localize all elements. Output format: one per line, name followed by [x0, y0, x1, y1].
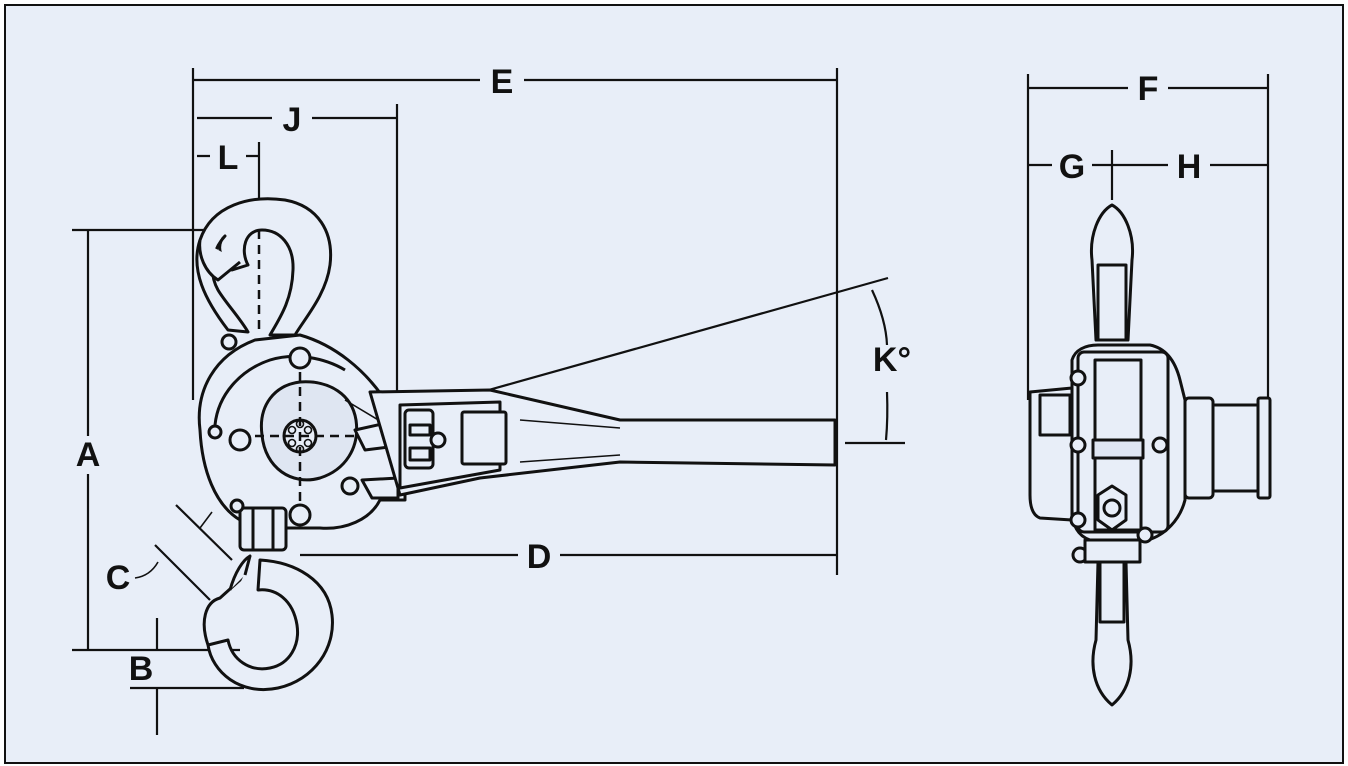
- label-j: J: [283, 101, 302, 139]
- dimension-f: F: [1026, 70, 1270, 400]
- dimension-h: H: [1112, 148, 1268, 186]
- label-k: K°: [873, 341, 911, 379]
- dimension-c: C: [106, 504, 233, 601]
- label-e: E: [491, 63, 514, 101]
- label-g: G: [1059, 148, 1085, 186]
- bottom-hook: [202, 498, 334, 691]
- front-drum: [1183, 396, 1272, 500]
- label-d: D: [527, 538, 552, 576]
- label-f: F: [1138, 70, 1159, 108]
- side-view: E J L A B: [68, 62, 911, 735]
- label-c: C: [106, 559, 131, 597]
- front-body: [1028, 343, 1187, 564]
- top-hook: [195, 197, 333, 351]
- label-b: B: [129, 650, 154, 688]
- dimension-l: L: [197, 139, 261, 200]
- lever-handle: [368, 388, 837, 497]
- hoist-body: [197, 333, 407, 530]
- dimension-e: E: [191, 62, 839, 575]
- label-h: H: [1177, 148, 1202, 186]
- front-top-hook: [1089, 203, 1135, 342]
- label-a: A: [76, 436, 101, 474]
- dimension-k-angle: K°: [477, 276, 911, 445]
- dimension-b: B: [129, 618, 244, 735]
- front-bottom-hook: [1091, 560, 1133, 707]
- label-l: L: [218, 139, 239, 177]
- dimension-d: D: [300, 538, 837, 576]
- front-view: F G H: [1026, 70, 1272, 707]
- dimension-g: G: [1028, 148, 1114, 200]
